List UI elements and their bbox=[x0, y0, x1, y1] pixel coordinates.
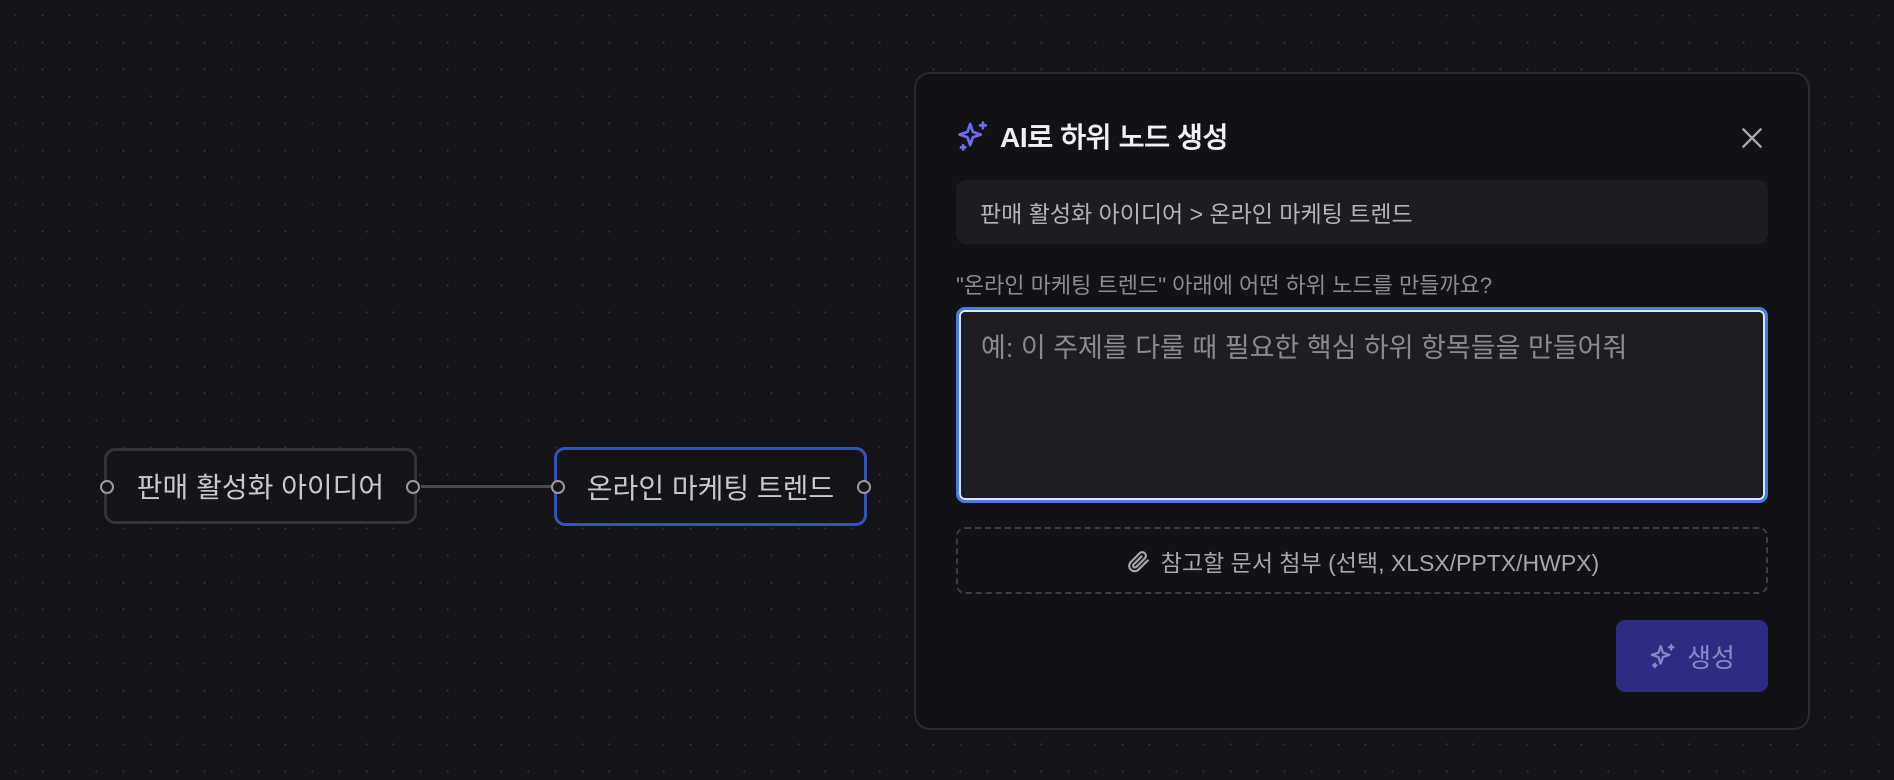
breadcrumb-text: 판매 활성화 아이디어 > 온라인 마케팅 트렌드 bbox=[980, 201, 1413, 227]
attach-label: 참고할 문서 첨부 (선택, XLSX/PPTX/HWPX) bbox=[1160, 549, 1600, 576]
ai-generate-dialog: AI로 하위 노드 생성 판매 활성화 아이디어 > 온라인 마케팅 트렌드 "… bbox=[914, 72, 1810, 730]
node-root-right-handle[interactable] bbox=[406, 480, 420, 494]
paperclip-icon bbox=[1125, 548, 1151, 574]
prompt-input[interactable] bbox=[956, 307, 1768, 503]
generate-button[interactable]: 생성 bbox=[1616, 620, 1768, 692]
edge-connector bbox=[421, 485, 552, 488]
node-root-left-handle[interactable] bbox=[100, 480, 114, 494]
close-icon bbox=[1739, 125, 1765, 151]
breadcrumb: 판매 활성화 아이디어 > 온라인 마케팅 트렌드 bbox=[956, 180, 1768, 244]
prompt-label: "온라인 마케팅 트렌드" 아래에 어떤 하위 노드를 만들까요? bbox=[956, 273, 1493, 298]
attach-document-button[interactable]: 참고할 문서 첨부 (선택, XLSX/PPTX/HWPX) bbox=[956, 527, 1768, 594]
node-selected[interactable]: 온라인 마케팅 트렌드 bbox=[554, 447, 867, 526]
sparkles-icon bbox=[1649, 642, 1677, 670]
node-label: 판매 활성화 아이디어 bbox=[136, 472, 385, 503]
node-selected-left-handle[interactable] bbox=[551, 480, 565, 494]
node-root[interactable]: 판매 활성화 아이디어 bbox=[104, 448, 417, 524]
dialog-title: AI로 하위 노드 생성 bbox=[1000, 122, 1229, 153]
close-button[interactable] bbox=[1736, 122, 1768, 154]
node-label: 온라인 마케팅 트렌드 bbox=[586, 472, 835, 504]
dialog-header: AI로 하위 노드 생성 bbox=[956, 116, 1228, 156]
sparkles-icon bbox=[956, 119, 990, 153]
node-selected-right-handle[interactable] bbox=[857, 480, 871, 494]
generate-label: 생성 bbox=[1687, 642, 1735, 673]
